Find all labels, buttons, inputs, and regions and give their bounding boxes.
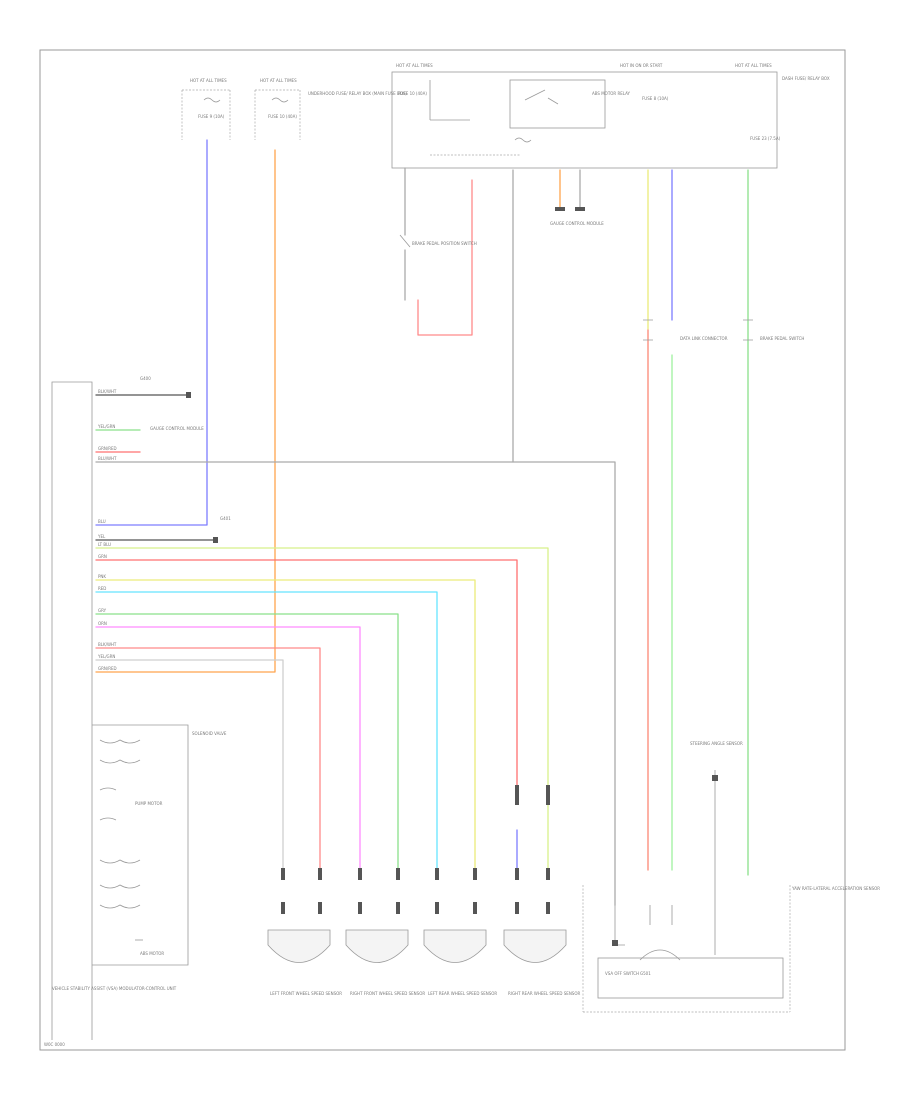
vsa-off-switch-label: VSA OFF SWITCH — [605, 971, 639, 976]
fuse-a-icon — [203, 97, 221, 103]
sensor-2-label: RIGHT FRONT WHEEL SPEED SENSOR — [350, 991, 425, 996]
pin-label: BLK/WHT — [98, 642, 117, 647]
wheel-speed-sensor-2 — [345, 868, 409, 963]
pin-label: LT BLU — [98, 542, 111, 547]
gauge-control-label: GAUGE CONTROL MODULE — [550, 221, 604, 226]
fuse-b-icon — [271, 97, 289, 103]
solenoid-label: SOLENOID VALVE — [192, 731, 227, 736]
pin-label: YEL/GRN — [97, 424, 115, 429]
wire-light-gray — [95, 659, 284, 871]
sensor-1-label: LEFT FRONT WHEEL SPEED SENSOR — [270, 991, 342, 996]
diag-switch-label: BRAKE PEDAL SWITCH — [760, 336, 804, 341]
fuse-a-hot-label: HOT AT ALL TIMES — [190, 78, 227, 83]
pin-label: BLU — [98, 519, 106, 524]
yaw-module-label: YAW RATE-LATERAL ACCELERATION SENSOR — [791, 886, 880, 891]
pin-label: GRN/RED — [98, 446, 117, 451]
wire-pink — [95, 647, 321, 871]
wire-magenta — [95, 626, 361, 871]
wire-red — [95, 559, 518, 786]
data-link-connector-icon — [643, 319, 653, 341]
abs-motor-relay — [509, 79, 606, 129]
fuse-e-value: FUSE 23 (7.5A) — [750, 136, 781, 141]
vsa-module-body — [51, 381, 93, 1040]
relay-switch-icon — [524, 89, 559, 105]
pin-label: GRN — [98, 554, 107, 559]
abs-motor-label: ABS MOTOR — [140, 951, 164, 956]
pin-label: GRY — [98, 608, 107, 613]
wheel-speed-sensor-3 — [423, 868, 487, 963]
wire-yellow-green — [95, 547, 549, 786]
dash-fuse-box-label: DASH FUSE/ RELAY BOX — [782, 76, 830, 81]
wire-green — [95, 613, 399, 871]
brake-switch-icon — [399, 234, 411, 248]
vsa-module-label: VEHICLE STABILITY ASSIST (VSA) MODULATOR… — [52, 986, 177, 991]
brake-switch-label: BRAKE PEDAL POSITION SWITCH — [412, 241, 477, 246]
pin-label: GRN/RED — [98, 666, 117, 671]
wire-pink-brake — [417, 179, 473, 336]
pump-motor-label: PUMP MOTOR — [135, 801, 163, 806]
yaw-rate-module — [597, 957, 784, 999]
solenoid-valves — [99, 739, 141, 909]
fuse-c-icon — [514, 137, 532, 143]
wire-orange — [95, 149, 276, 673]
fuse-d-hot-label: HOT IN ON OR START — [620, 63, 663, 68]
pin-label: YEL — [97, 534, 106, 539]
fuse-e-hot-label: HOT AT ALL TIMES — [735, 63, 772, 68]
pin-label: BLU/WHT — [98, 456, 117, 461]
solenoid-block — [92, 724, 189, 966]
underhood-fuse-box-label: UNDERHOOD FUSE/ RELAY BOX (MAIN FUSE BOX… — [308, 91, 407, 96]
wire-gray-main — [95, 169, 514, 463]
pin-label: PNK — [98, 574, 106, 579]
fuse-a-value: FUSE 9 (10A) — [198, 114, 225, 119]
diag-switch-icon — [743, 319, 753, 341]
ground-g400-label: G400 — [140, 376, 151, 381]
wire-light-blue — [95, 591, 438, 871]
yaw-sensor-icon — [639, 949, 681, 961]
ground-label: G501 — [640, 971, 651, 976]
data-link-label: DATA LINK CONNECTOR — [680, 336, 728, 341]
dash-fuse-box — [391, 71, 778, 169]
wheel-speed-sensor-1 — [267, 868, 331, 963]
sensor-4-label: RIGHT REAR WHEEL SPEED SENSOR — [508, 991, 580, 996]
fuse-c-hot-label: HOT AT ALL TIMES — [396, 63, 433, 68]
sensor-3-label: LEFT REAR WHEEL SPEED SENSOR — [428, 991, 497, 996]
module-pin-labels: BLK/WHT YEL/GRN GRN/RED BLU/WHT BLU YEL LT BLU… — [97, 389, 117, 671]
wire-blue — [95, 139, 208, 526]
diagram-frame — [39, 49, 846, 1051]
fuse-d-value: FUSE 8 (10A) — [642, 96, 669, 101]
steering-sensor-label: STEERING ANGLE SENSOR — [690, 741, 743, 746]
pin-label: YEL/GRN — [97, 654, 115, 659]
diagram-id: W0C 0000 — [44, 1042, 65, 1047]
wire-yellow — [95, 579, 476, 871]
pin-label: ORN — [98, 621, 107, 626]
module-note: GAUGE CONTROL MODULE — [150, 426, 204, 431]
relay-label: ABS MOTOR RELAY — [592, 91, 631, 96]
ground-g401-label: G401 — [220, 516, 231, 521]
fuse-b-hot-label: HOT AT ALL TIMES — [260, 78, 297, 83]
pin-label: BLK/WHT — [98, 389, 117, 394]
wheel-speed-sensor-4 — [503, 868, 567, 963]
pin-label: RED — [98, 586, 106, 591]
fuse-c-value: FUSE 10 (40A) — [398, 91, 427, 96]
fuse-b-value: FUSE 10 (40A) — [268, 114, 297, 119]
